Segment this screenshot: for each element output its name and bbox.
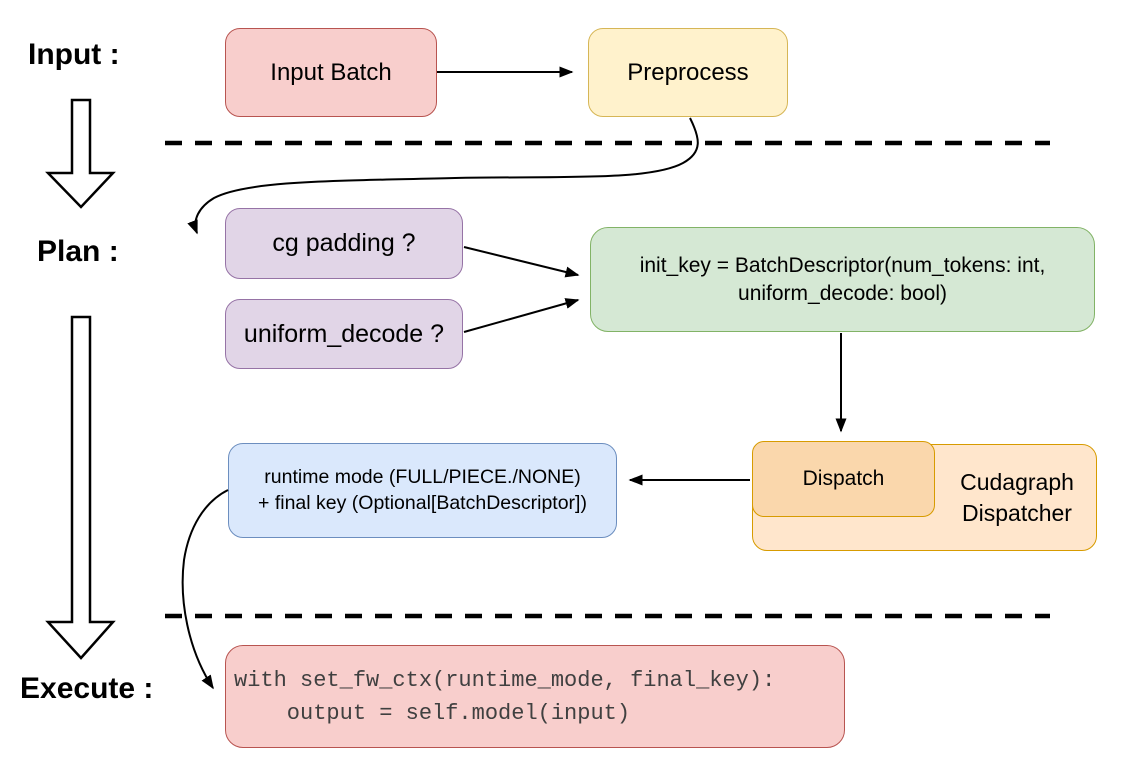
node-cudagraph-dispatcher-line2: Dispatcher [962,499,1072,526]
node-dispatch: Dispatch [752,441,935,517]
node-runtime-mode-line2: + final key (Optional[BatchDescriptor]) [258,491,587,514]
node-preprocess: Preprocess [588,28,788,117]
block-arrow-input-to-plan [45,98,116,209]
node-cudagraph-dispatcher-text: Cudagraph Dispatcher [938,445,1096,550]
block-arrow-plan-to-execute [45,315,116,660]
node-cg-padding-label: cg padding ? [272,229,416,257]
stage-label-plan: Plan : [37,235,119,268]
arrow-runtime-mode-to-execute-code [181,489,229,690]
node-dispatch-label: Dispatch [802,467,885,491]
execute-code-line1: with set_fw_ctx(runtime_mode, final_key)… [234,667,776,693]
arrow-cg-padding-to-init-key [463,246,580,278]
node-init-key: init_key = BatchDescriptor(num_tokens: i… [590,227,1095,332]
node-input-batch-label: Input Batch [270,58,392,86]
node-preprocess-label: Preprocess [627,58,749,86]
node-execute-code: with set_fw_ctx(runtime_mode, final_key)… [225,645,845,748]
node-input-batch: Input Batch [225,28,437,117]
execute-code-line2: output = self.model(input) [234,700,631,726]
node-cudagraph-dispatcher-line1: Cudagraph [960,468,1074,495]
node-init-key-line2: uniform_decode: bool) [738,281,947,305]
node-init-key-line1: init_key = BatchDescriptor(num_tokens: i… [639,253,1046,277]
stage-label-input: Input : [28,38,120,71]
stage-label-execute: Execute : [20,672,154,705]
node-cg-padding: cg padding ? [225,208,463,279]
node-uniform-decode-label: uniform_decode ? [243,319,445,348]
node-uniform-decode: uniform_decode ? [225,299,463,369]
arrow-uniform-decode-to-init-key [463,298,580,333]
node-runtime-mode: runtime mode (FULL/PIECE./NONE) + final … [228,443,617,538]
node-runtime-mode-line1: runtime mode (FULL/PIECE./NONE) [264,465,581,488]
